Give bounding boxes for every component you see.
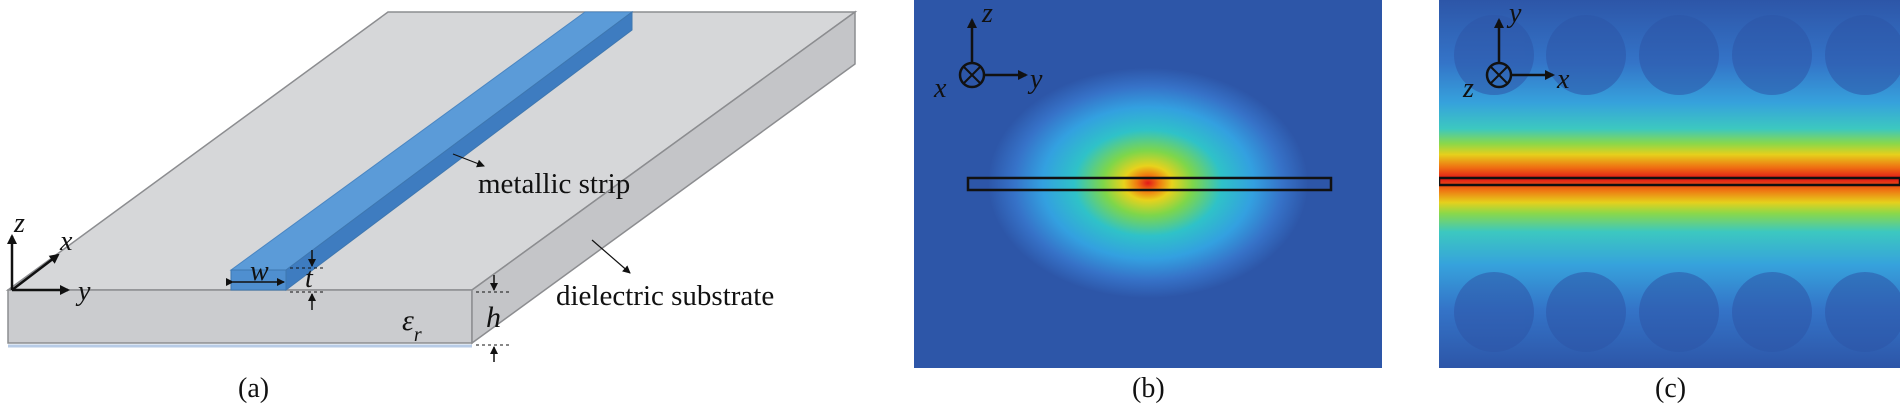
axes-yz: z x y <box>933 0 1043 104</box>
axes-xy: y z x <box>1462 0 1570 104</box>
strip-outline-c <box>1439 176 1900 187</box>
caption-c: (c) <box>1655 373 1687 404</box>
caption-b: (b) <box>1132 373 1165 404</box>
axis-y-label: y <box>75 276 91 307</box>
strip-callout-arrow <box>452 153 485 168</box>
caption-a: (a) <box>238 373 270 404</box>
axis-z-label: z <box>13 208 25 239</box>
axes-3d: z x y <box>6 208 91 307</box>
panel-a: w t h εr metallic strip dielectric subst… <box>0 0 870 412</box>
thickness-label: t <box>305 263 314 294</box>
axis-x-label-b: x <box>933 73 947 104</box>
strip-outline <box>966 176 1333 192</box>
height-label: h <box>486 301 501 334</box>
strip-side-face <box>285 11 633 292</box>
field-intensity-region <box>918 33 1378 333</box>
permittivity-label: εr <box>402 304 422 346</box>
axis-x-label: x <box>59 226 73 257</box>
panel-c: y z x (c) <box>1439 0 1900 412</box>
microstrip-diagram: w t h εr metallic strip dielectric subst… <box>5 10 858 362</box>
axis-x-label-c: x <box>1556 64 1570 95</box>
panel-b: z x y (b) <box>914 0 1382 412</box>
strip-label: metallic strip <box>478 168 630 200</box>
field-map-top-view: y z x <box>1439 0 1900 368</box>
width-label: w <box>250 256 269 287</box>
axis-z-label-c: z <box>1462 73 1474 104</box>
substrate-side-face <box>471 10 856 345</box>
axis-z-label-b: z <box>981 0 993 29</box>
axis-y-label-b: y <box>1027 64 1043 95</box>
field-map-cross-section: z x y <box>914 0 1382 368</box>
axis-y-label-c: y <box>1506 0 1522 29</box>
substrate-label: dielectric substrate <box>556 280 774 312</box>
substrate-callout-arrow <box>591 239 631 274</box>
